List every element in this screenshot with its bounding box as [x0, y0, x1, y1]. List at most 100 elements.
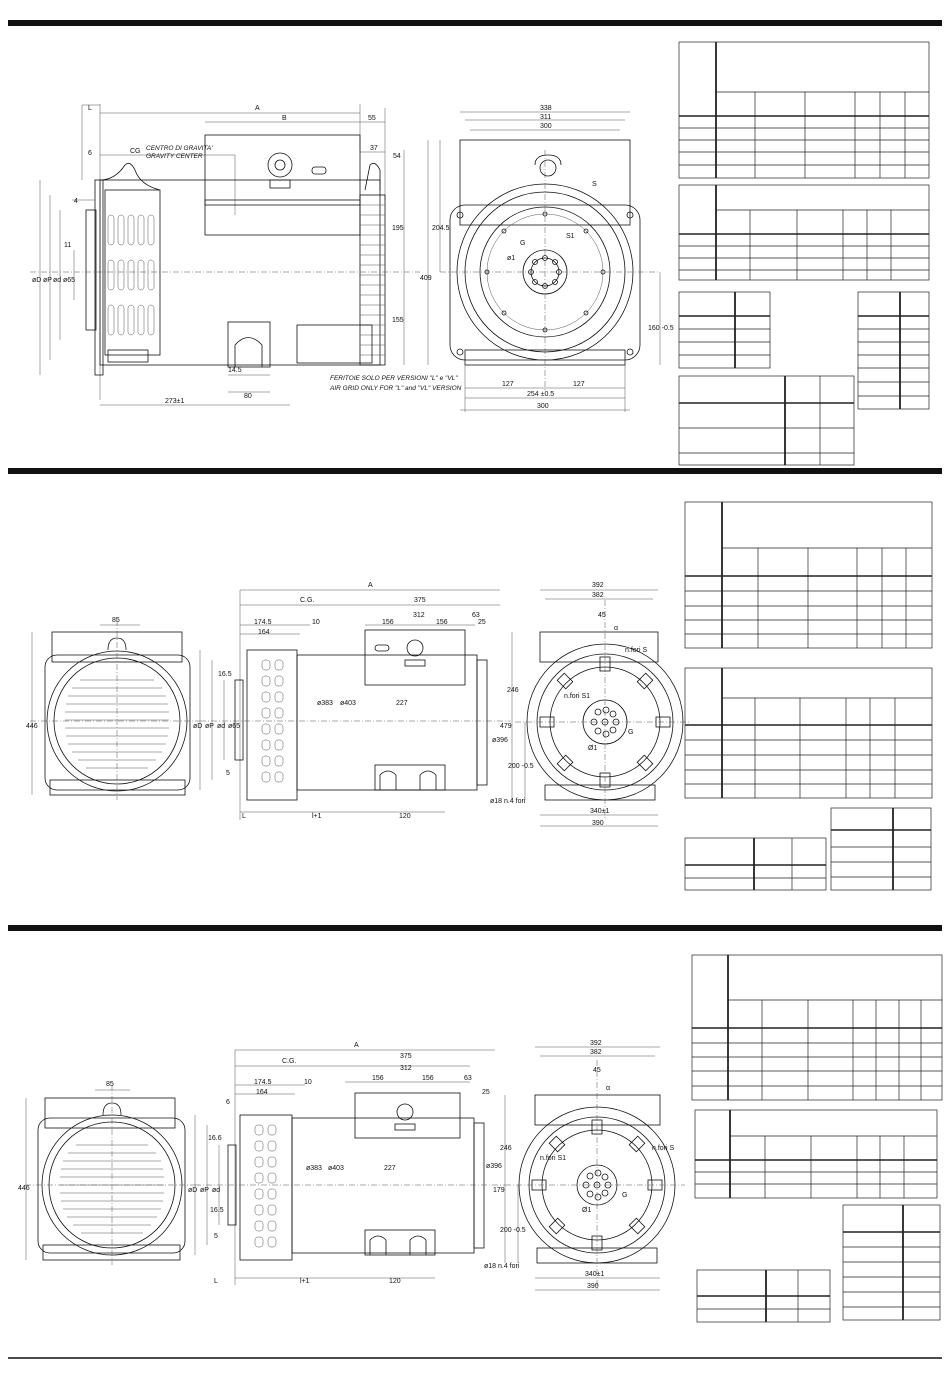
section3-spec-table-2 [694, 1109, 938, 1199]
label: FERITOIE SOLO PER VERSIONI "L" e "VL" [330, 375, 458, 382]
section3-front-view [504, 1046, 685, 1291]
label: 392 [590, 1040, 602, 1047]
label: 6 [226, 1099, 230, 1106]
section1-spec-table-2 [678, 184, 930, 281]
label: ø18 n.4 fori [490, 798, 526, 805]
label: øD [193, 723, 202, 730]
section2-rear-view-labels: 85 446 [26, 617, 120, 730]
label: øP [200, 1187, 209, 1194]
section2-rear-view [30, 620, 200, 800]
section1-spec-table-3 [678, 291, 771, 369]
label: 164 [256, 1089, 268, 1096]
label: 127 [502, 381, 514, 388]
label: ød [53, 277, 61, 284]
section1-spec-table-1 [678, 41, 930, 179]
label: A [255, 105, 260, 112]
label: n.fori S1 [564, 693, 590, 700]
label: 37 [370, 145, 378, 152]
label: α [606, 1085, 610, 1092]
label: 25 [478, 619, 486, 626]
label: 156 [372, 1075, 384, 1082]
label: 382 [592, 592, 604, 599]
label: Ø1 [582, 1207, 591, 1214]
label: 227 [396, 700, 408, 707]
label: ø1 [507, 255, 515, 262]
label: 254 ±0.5 [527, 391, 554, 398]
label: øD [188, 1187, 197, 1194]
section3-spec-table-1 [691, 954, 943, 1101]
label: 11 [64, 242, 71, 249]
section2-spec-table-2 [684, 667, 933, 799]
label: S1 [566, 233, 575, 240]
label: 227 [384, 1165, 396, 1172]
label: 195 [392, 225, 404, 232]
label: 63 [472, 612, 480, 619]
label: 300 [540, 123, 552, 130]
label: 390 [592, 820, 604, 827]
label: 45 [593, 1067, 601, 1074]
section2-side-view [199, 589, 510, 820]
label: 375 [414, 597, 426, 604]
section3-front-view-labels: 392 382 45 α n.fori S n.fori S1 246 179 … [484, 1040, 675, 1290]
label: 446 [26, 723, 38, 730]
label: 5 [214, 1233, 218, 1240]
section2-spec-table-1 [684, 501, 933, 649]
label: ø65 [63, 277, 75, 284]
label: 340±1 [590, 808, 610, 815]
label: ød [217, 723, 225, 730]
label: CG [130, 148, 141, 155]
label: 392 [592, 582, 604, 589]
section2-side-view-labels: A C.G. 375 312 63 174.5 164 10 156 156 2… [193, 582, 508, 820]
label: B [282, 115, 287, 122]
label: L [242, 813, 246, 820]
label: 25 [482, 1089, 490, 1096]
section2-front-view [511, 589, 690, 827]
label: ød [212, 1187, 220, 1194]
label: 311 [540, 114, 551, 121]
label: G [628, 729, 633, 736]
label: 85 [106, 1081, 114, 1088]
label: 155 [392, 317, 404, 324]
label: l+1 [312, 813, 322, 820]
section3-top-bar [8, 925, 942, 931]
label: 204.5 [432, 225, 450, 232]
section2-spec-table-4 [684, 837, 827, 891]
label: 174.5 [254, 1079, 272, 1086]
label: 45 [598, 612, 606, 619]
label: ø396 [486, 1163, 502, 1170]
section1-side-view-labels: L A B 55 6 CG CENTRO DI GRAVITA' GRAVITY… [32, 105, 462, 405]
label: ø383 [317, 700, 333, 707]
label: ø403 [328, 1165, 344, 1172]
label: 200 -0.5 [500, 1227, 526, 1234]
label: 300 [537, 403, 549, 410]
label: 312 [413, 612, 425, 619]
label: ø383 [306, 1165, 322, 1172]
label: 312 [400, 1065, 412, 1072]
label: 446 [18, 1185, 30, 1192]
label: ø396 [492, 737, 508, 744]
label: l+1 [300, 1278, 310, 1285]
label: α [614, 625, 618, 632]
label: 156 [422, 1075, 434, 1082]
label: GRAVITY CENTER [146, 153, 203, 160]
section3-spec-table-3 [842, 1204, 941, 1321]
label: 390 [587, 1283, 599, 1290]
section1-spec-table-5 [678, 375, 855, 466]
section3-spec-table-4 [696, 1269, 831, 1323]
label: A [354, 1042, 359, 1049]
section2-front-view-labels: 392 382 45 α n.fori S n.fori S1 246 479 … [490, 582, 648, 827]
label: 80 [244, 393, 252, 400]
label: Ø1 [588, 745, 597, 752]
label: L [214, 1278, 218, 1285]
label: A [368, 582, 373, 589]
section3-rear-view-labels: 85 446 [18, 1081, 114, 1192]
label: 246 [507, 687, 519, 694]
section1-side-view [30, 104, 420, 406]
label: 246 [500, 1145, 512, 1152]
label: n.fori S1 [540, 1155, 566, 1162]
label: 6 [88, 150, 92, 157]
section3-side-view-labels: A C.G. 375 312 63 174.5 164 10 156 156 2… [188, 1042, 502, 1285]
section3-rear-view [25, 1085, 200, 1265]
section1-top-bar [8, 20, 942, 26]
